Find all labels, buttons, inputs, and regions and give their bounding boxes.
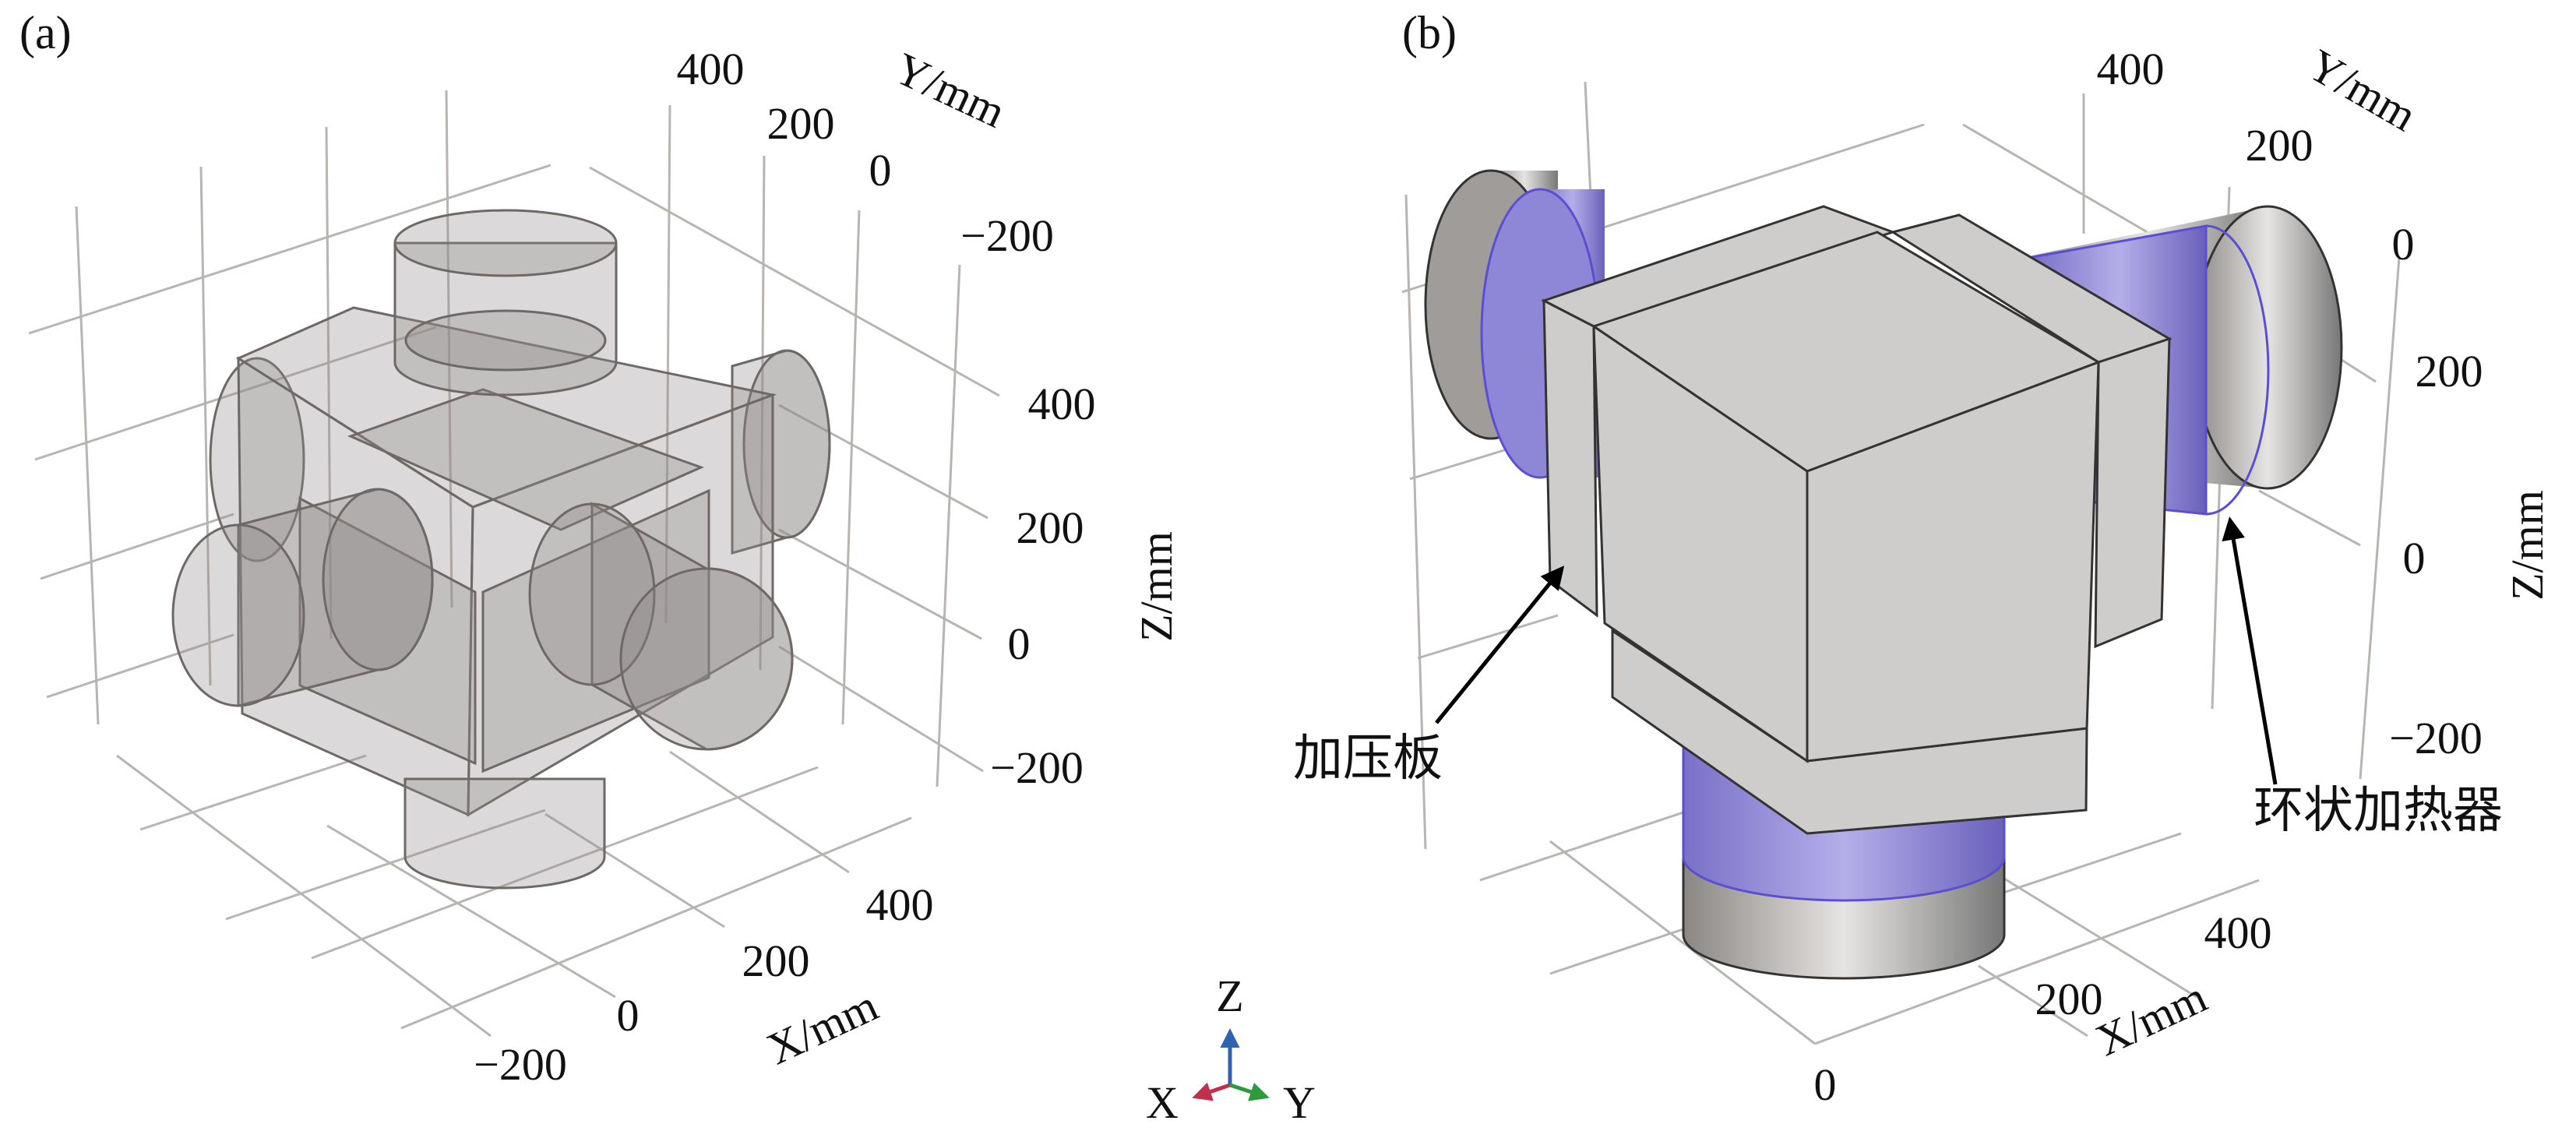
y-axis-title: Y/mm	[2299, 39, 2425, 140]
y-axis-title: Y/mm	[887, 43, 1013, 138]
x-axis-title: X/mm	[2088, 971, 2215, 1066]
annotations: 加压板 环状加热器	[1293, 516, 2503, 840]
ring-heater-label: 环状加热器	[2254, 782, 2503, 840]
y-arrow-icon	[1229, 1082, 1270, 1101]
triad-z-label: Z	[1216, 971, 1243, 1021]
z-tick: −200	[2389, 713, 2483, 763]
x-tick: 200	[742, 935, 810, 986]
panel-a-label: (a)	[19, 7, 72, 58]
z-tick: 400	[1028, 379, 1096, 429]
x-tick: −200	[474, 1039, 567, 1090]
panel-b-z-axis: 200 0 −200 Z/mm	[2389, 346, 2553, 763]
y-tick: 0	[869, 145, 892, 196]
bottom-cylinder	[403, 777, 606, 890]
x-tick: 400	[866, 879, 934, 930]
box-right-face	[467, 393, 774, 817]
x-tick: 200	[2035, 974, 2103, 1024]
panel-a-z-axis: 400 200 0 −200 Z/mm	[990, 379, 1182, 793]
axis-triad: Z X Y	[1146, 971, 1316, 1128]
y-tick: 400	[2097, 44, 2165, 94]
cube-right-face	[1806, 360, 2100, 763]
left-plate	[1542, 298, 1598, 618]
panel-a-x-axis: 400 200 0 −200 X/mm	[474, 879, 933, 1090]
heater-assembly	[1424, 169, 2343, 980]
x-axis-title: X/mm	[759, 980, 886, 1075]
panel-a-grid	[28, 90, 1000, 1038]
y-tick: 400	[677, 44, 745, 94]
arrow-icon	[2222, 516, 2278, 785]
back-left-cylinder	[209, 357, 305, 562]
z-tick: 200	[2416, 346, 2483, 396]
z-axis-title: Z/mm	[1131, 531, 1182, 642]
triad-y-label: Y	[1283, 1077, 1316, 1128]
y-tick: 200	[767, 98, 835, 149]
z-tick: 0	[2403, 533, 2426, 583]
triad-x-label: X	[1146, 1077, 1179, 1128]
panel-a-y-axis: 400 200 0 −200 Y/mm	[677, 43, 1054, 261]
x-tick: 400	[2204, 907, 2272, 958]
z-tick: 200	[1017, 502, 1084, 553]
panel-a: (a)	[19, 7, 1182, 1090]
transparent-vessel	[171, 209, 831, 890]
z-axis-title: Z/mm	[2502, 490, 2553, 601]
z-tick: −200	[990, 742, 1084, 793]
arrow-icon	[1435, 566, 1565, 724]
x-tick: 0	[617, 990, 640, 1041]
x-tick: 0	[1814, 1059, 1837, 1110]
right-plate	[2094, 336, 2171, 649]
panel-b: (b)	[1293, 7, 2553, 1110]
y-tick: 0	[2392, 219, 2415, 270]
top-cylinder	[393, 241, 618, 396]
y-tick: −200	[960, 210, 1054, 261]
panel-b-label: (b)	[1402, 7, 1457, 58]
y-tick: 200	[2246, 120, 2313, 171]
pressure-plate-label: 加压板	[1293, 730, 1443, 787]
z-tick: 0	[1008, 618, 1031, 669]
x-arrow-icon	[1192, 1082, 1231, 1101]
